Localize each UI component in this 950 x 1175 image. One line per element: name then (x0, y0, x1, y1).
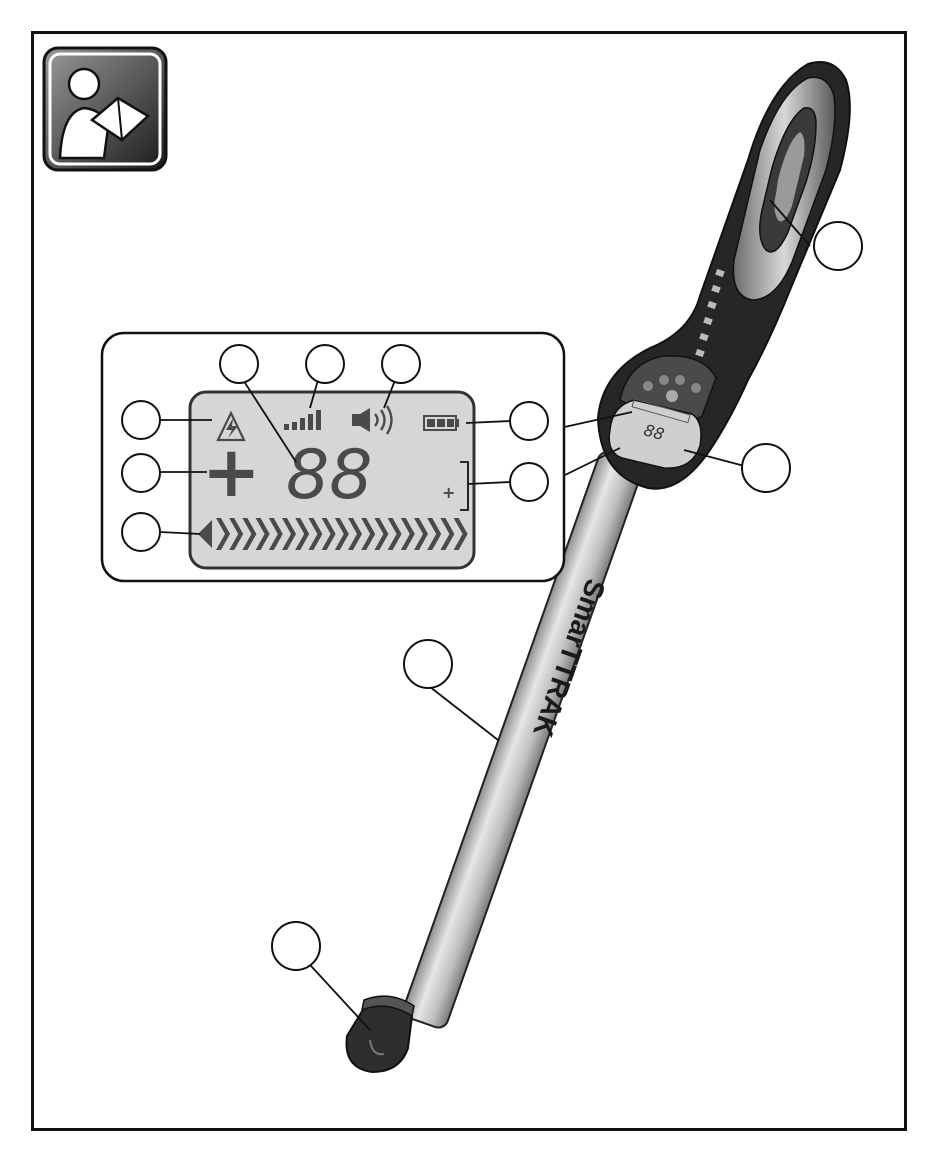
manual-icon (44, 48, 166, 170)
callout-chevrons (122, 513, 160, 551)
callout-warning (122, 401, 160, 439)
callout-battery (510, 402, 548, 440)
callout-end-cap (272, 922, 320, 970)
callout-shaft (404, 640, 452, 688)
callout-speaker (382, 345, 420, 383)
callout-handle (814, 222, 862, 270)
lcd-sign: + (202, 431, 261, 513)
end-cap (347, 996, 414, 1072)
callout-digits (220, 345, 258, 383)
callout-small-sign (510, 463, 548, 501)
locator-handle: 88 (598, 62, 850, 489)
callout-signal (306, 345, 344, 383)
lcd-small-sign: + (442, 483, 455, 502)
callout-device-display (742, 444, 790, 492)
callout-sign (122, 454, 160, 492)
lcd-digits: 88 (286, 436, 373, 515)
